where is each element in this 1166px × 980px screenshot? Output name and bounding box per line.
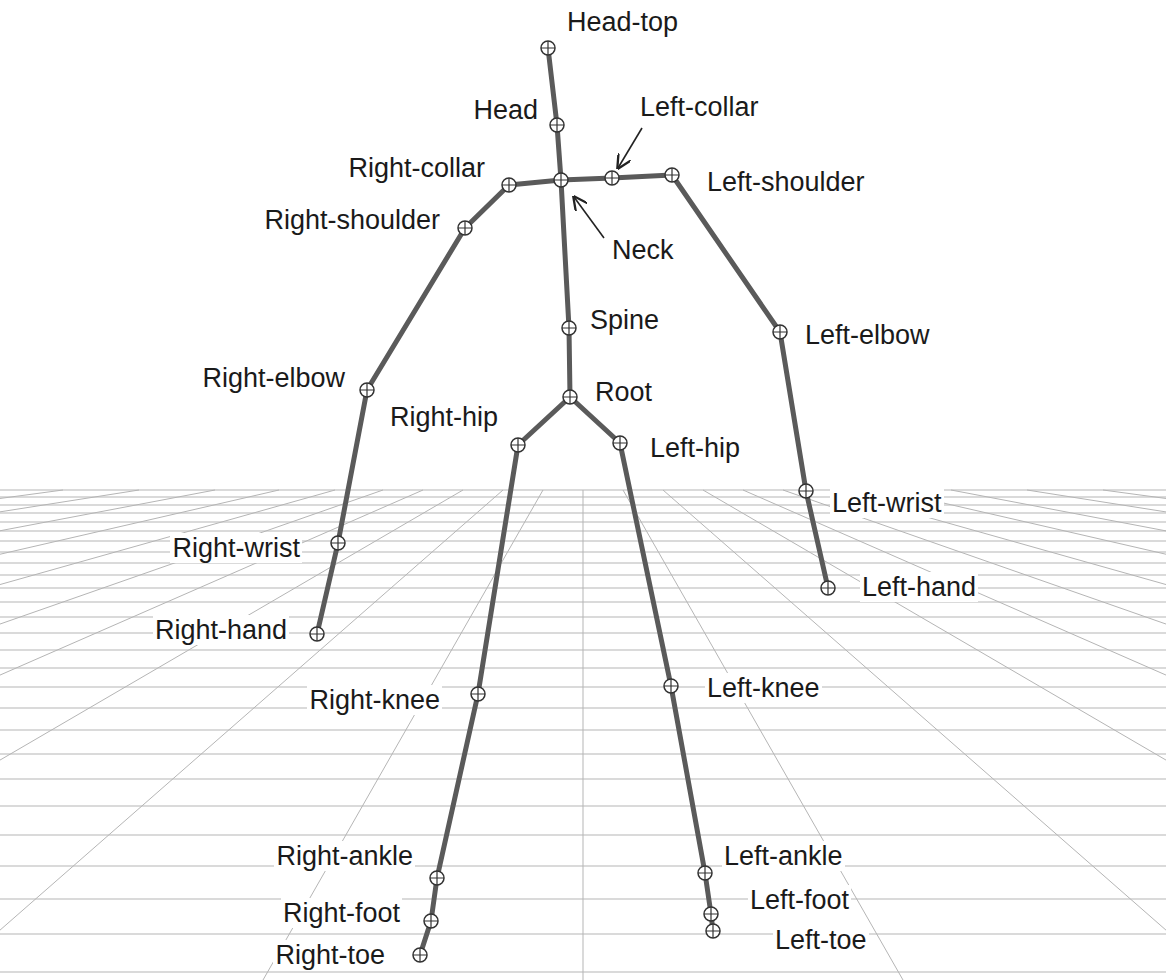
joint-label: Left-elbow [803, 320, 932, 350]
joint-label: Right-foot [281, 898, 402, 928]
joint-label: Left-collar [638, 92, 761, 122]
joint-label: Root [593, 377, 654, 407]
joint-label: Right-hand [153, 615, 289, 645]
joint-label: Right-elbow [200, 363, 347, 393]
joint-label: Left-toe [773, 925, 869, 955]
joint-label: Neck [610, 235, 676, 265]
leader-arrows [574, 128, 642, 238]
joint-label: Head-top [565, 7, 680, 37]
joint-label: Right-ankle [274, 841, 415, 871]
joint-label: Left-knee [705, 673, 822, 703]
joint-label: Left-ankle [722, 841, 845, 871]
joint-label: Left-wrist [830, 488, 944, 518]
joint-label: Left-hip [648, 433, 742, 463]
joint-label: Left-foot [748, 885, 851, 915]
joint-label: Right-wrist [170, 533, 302, 563]
joint-label: Left-shoulder [705, 167, 867, 197]
joint-label: Right-hip [388, 402, 500, 432]
floor-grid [0, 490, 1166, 980]
joint-label: Spine [588, 305, 661, 335]
joint-label: Right-shoulder [262, 205, 442, 235]
joint-label: Right-collar [346, 153, 487, 183]
joint-label: Right-toe [273, 940, 387, 970]
joint-label: Left-hand [860, 572, 978, 602]
joint-label: Head [471, 95, 540, 125]
joint-label: Right-knee [307, 685, 442, 715]
